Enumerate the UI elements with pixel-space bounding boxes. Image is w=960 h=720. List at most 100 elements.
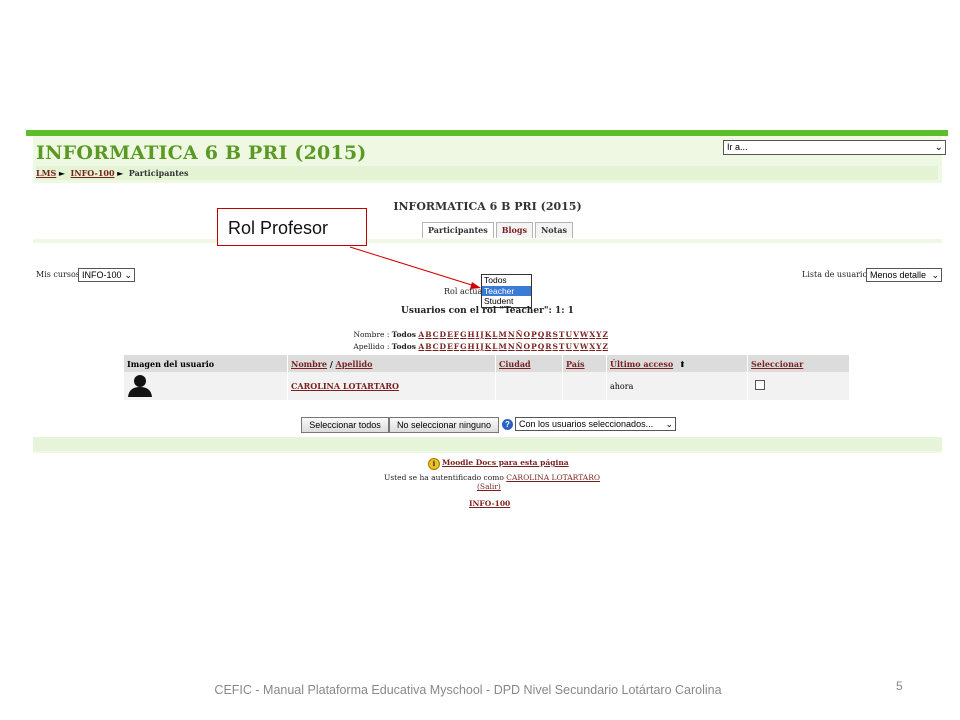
jump-to-select[interactable]: Ir a... ⌄	[723, 140, 946, 155]
letter-filter-link[interactable]: K	[484, 330, 492, 339]
letter-filter-link[interactable]: P	[531, 342, 537, 351]
table-row: CAROLINA LOTARTARO ahora	[124, 372, 850, 400]
participants-table: Imagen del usuario Nombre / Apellido Ciu…	[124, 355, 850, 400]
letter-filter-link[interactable]: W	[579, 330, 589, 339]
letter-filter-link[interactable]: S	[552, 330, 558, 339]
letter-filter-link[interactable]: F	[453, 342, 460, 351]
letter-filter-link[interactable]: L	[492, 342, 498, 351]
sort-city[interactable]: Ciudad	[499, 358, 531, 369]
last-name-letters[interactable]: ABCDEFGHIJKLMNÑOPQRSTUVWXYZ	[418, 342, 609, 351]
tab-bar: Participantes Blogs Notas	[422, 222, 575, 238]
select-all-button[interactable]: Seleccionar todos	[301, 417, 389, 433]
letter-filter-link[interactable]: R	[545, 330, 552, 339]
logged-in-user-link[interactable]: CAROLINA LOTARTARO	[506, 473, 600, 482]
user-name-link[interactable]: CAROLINA LOTARTARO	[291, 381, 400, 391]
tab-blogs[interactable]: Blogs	[495, 222, 533, 238]
letter-filter-link[interactable]: N	[507, 342, 515, 351]
letter-filter-link[interactable]: T	[558, 330, 565, 339]
table-header-row: Imagen del usuario Nombre / Apellido Ciu…	[124, 355, 850, 372]
letter-filter-link[interactable]: N	[507, 330, 515, 339]
letter-filter-link[interactable]: H	[467, 342, 475, 351]
letter-filter-link[interactable]: P	[531, 330, 537, 339]
letter-filter-link[interactable]: J	[480, 342, 484, 351]
sort-last-access[interactable]: Último acceso	[610, 358, 674, 369]
letter-filter-link[interactable]: D	[439, 342, 447, 351]
letter-filter-link[interactable]: Z	[602, 342, 608, 351]
letter-filter-link[interactable]: J	[480, 330, 484, 339]
letter-filter-link[interactable]: I	[475, 342, 480, 351]
my-courses-select[interactable]: INFO-100 ⌄	[78, 268, 135, 282]
current-role-label: Rol actual	[444, 287, 485, 296]
with-selected-select[interactable]: Con los usuarios seleccionados... ⌄	[515, 417, 676, 431]
letter-filter-link[interactable]: W	[579, 342, 589, 351]
role-callout: Rol Profesor	[217, 208, 367, 246]
role-dropdown-list[interactable]: Todos Teacher Student	[481, 274, 532, 308]
letter-filter-link[interactable]: Z	[602, 330, 608, 339]
letter-filter-link[interactable]: X	[589, 330, 596, 339]
letter-filter-link[interactable]: O	[523, 330, 531, 339]
letter-filter-link[interactable]: O	[523, 342, 531, 351]
letter-filter-link[interactable]: L	[492, 330, 498, 339]
letter-filter-link[interactable]: Q	[537, 342, 545, 351]
tab-notas[interactable]: Notas	[534, 222, 573, 238]
letter-filter-link[interactable]: E	[447, 330, 453, 339]
letter-filter-link[interactable]: R	[545, 342, 552, 351]
letter-filter-link[interactable]: K	[484, 342, 492, 351]
letter-filter-link[interactable]: V	[573, 330, 579, 339]
tab-participantes[interactable]: Participantes	[422, 222, 494, 238]
letter-filter-link[interactable]: M	[498, 342, 507, 351]
letter-filter-link[interactable]: B	[425, 342, 432, 351]
letter-filter-link[interactable]: S	[552, 342, 558, 351]
breadcrumb-info-100[interactable]: INFO-100	[70, 168, 115, 178]
letter-filter-link[interactable]: E	[447, 342, 453, 351]
role-option-student[interactable]: Student	[484, 296, 514, 306]
letter-filter-link[interactable]: Ñ	[515, 342, 523, 351]
breadcrumb-current: Participantes	[128, 168, 189, 178]
first-name-filter-label: Nombre : Todos	[353, 330, 416, 339]
letter-filter-link[interactable]: D	[439, 330, 447, 339]
letter-filter-link[interactable]: X	[589, 342, 596, 351]
col-city: Ciudad	[495, 355, 563, 372]
name-separator: /	[329, 358, 333, 369]
letter-filter-link[interactable]: M	[498, 330, 507, 339]
select-header[interactable]: Seleccionar	[751, 358, 804, 369]
course-footer-link[interactable]: INFO-100	[469, 499, 511, 508]
letter-filter-link[interactable]: A	[418, 330, 425, 339]
letter-filter-link[interactable]: U	[565, 342, 573, 351]
sort-country[interactable]: País	[566, 358, 585, 369]
user-select-checkbox[interactable]	[755, 380, 765, 390]
letter-filter-link[interactable]: Y	[596, 330, 602, 339]
sort-last-name[interactable]: Apellido	[335, 358, 373, 369]
logout-link[interactable]: (Salir)	[477, 482, 501, 491]
sort-first-name[interactable]: Nombre	[291, 358, 328, 369]
col-country: País	[562, 355, 607, 372]
help-icon[interactable]: ?	[502, 419, 513, 430]
select-none-button[interactable]: No seleccionar ninguno	[389, 417, 499, 433]
letter-filter-link[interactable]: F	[453, 330, 460, 339]
letter-filter-link[interactable]: A	[418, 342, 425, 351]
letter-filter-link[interactable]: Ñ	[515, 330, 523, 339]
letter-filter-link[interactable]: B	[425, 330, 432, 339]
last-name-filter-label: Apellido : Todos	[353, 342, 416, 351]
letter-filter-link[interactable]: Y	[596, 342, 602, 351]
first-name-letters[interactable]: ABCDEFGHIJKLMNÑOPQRSTUVWXYZ	[418, 330, 609, 339]
breadcrumb-lms[interactable]: LMS	[36, 168, 57, 178]
user-avatar-icon[interactable]	[127, 373, 153, 397]
user-list-select[interactable]: Menos detalle ⌄	[866, 268, 942, 282]
letter-filter-link[interactable]: Q	[537, 330, 545, 339]
role-option-todos[interactable]: Todos	[484, 275, 507, 285]
letter-filter-link[interactable]: C	[432, 342, 439, 351]
letter-filter-link[interactable]: I	[475, 330, 480, 339]
col-select: Seleccionar	[747, 355, 850, 372]
letter-filter-link[interactable]: V	[573, 342, 579, 351]
letter-filter-link[interactable]: H	[467, 330, 475, 339]
letter-filter-link[interactable]: T	[558, 342, 565, 351]
letter-filter-link[interactable]: C	[432, 330, 439, 339]
letter-filter-link[interactable]: G	[460, 342, 467, 351]
letter-filter-link[interactable]: G	[460, 330, 467, 339]
role-option-teacher[interactable]: Teacher	[482, 285, 531, 296]
logged-in-text: Usted se ha autentificado como CAROLINA …	[384, 473, 600, 482]
letter-filter-link[interactable]: U	[565, 330, 573, 339]
moodle-docs-link[interactable]: Moodle Docs para esta página	[442, 458, 569, 467]
last-name-filter: Apellido : Todos ABCDEFGHIJKLMNÑOPQRSTUV…	[240, 342, 609, 351]
